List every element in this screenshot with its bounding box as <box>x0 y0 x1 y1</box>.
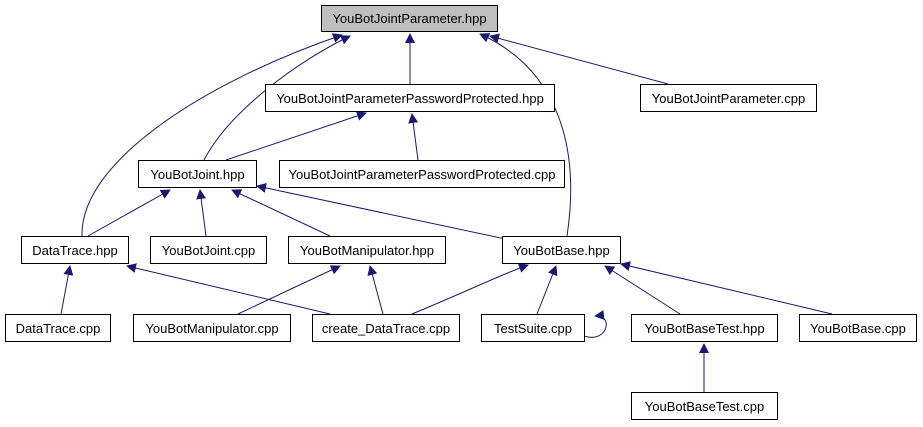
node-youbot-joint-hpp[interactable]: YouBotJoint.hpp <box>138 160 257 188</box>
node-youbot-joint-cpp[interactable]: YouBotJoint.cpp <box>150 236 267 264</box>
edge-datatrace_hpp-to-joint_hpp <box>87 189 171 237</box>
node-youbot-joint-parameter-password-protected-cpp[interactable]: YouBotJointParameterPasswordProtected.cp… <box>279 160 565 188</box>
edge-datatrace_cpp-to-datatrace_hpp <box>60 265 74 315</box>
node-youbot-manipulator-hpp[interactable]: YouBotManipulator.hpp <box>288 236 446 264</box>
edge-joint_hpp-to-pwd_hpp <box>225 111 367 161</box>
edge-create_cpp-to-datatrace_hpp <box>126 263 331 315</box>
edge-joint_cpp-to-joint_hpp <box>196 189 207 237</box>
node-youbot-manipulator-cpp[interactable]: YouBotManipulator.cpp <box>133 314 291 342</box>
edge-create_cpp-to-manip_hpp <box>367 265 384 315</box>
node-youbot-base-cpp[interactable]: YouBotBase.cpp <box>799 314 917 342</box>
edge-testsuite_cpp-to-testsuite_cpp <box>583 310 607 338</box>
node-youbot-joint-parameter-cpp[interactable]: YouBotJointParameter.cpp <box>640 84 817 112</box>
edge-testsuite_cpp-to-base_hpp <box>536 265 558 315</box>
edge-param_cpp-to-root <box>489 33 669 85</box>
edge-manip_cpp-to-manip_hpp <box>237 265 341 315</box>
node-youbot-basetest-hpp[interactable]: YouBotBaseTest.hpp <box>631 314 778 342</box>
node-youbot-basetest-cpp[interactable]: YouBotBaseTest.cpp <box>631 392 778 420</box>
edge-basetest_hpp-to-base_hpp <box>604 265 681 315</box>
edge-base_hpp-to-root <box>479 33 572 237</box>
edge-pwd_cpp-to-pwd_hpp <box>408 113 419 161</box>
node-datatrace-cpp[interactable]: DataTrace.cpp <box>5 314 111 342</box>
node-youbot-base-hpp[interactable]: YouBotBase.hpp <box>502 236 621 264</box>
node-testsuite-cpp[interactable]: TestSuite.cpp <box>481 314 585 342</box>
node-datatrace-hpp[interactable]: DataTrace.hpp <box>21 236 129 264</box>
edge-base_hpp-to-joint_hpp <box>256 182 511 241</box>
node-youbot-joint-parameter-hpp[interactable]: YouBotJointParameter.hpp <box>321 5 498 32</box>
node-youbot-joint-parameter-password-protected-hpp[interactable]: YouBotJointParameterPasswordProtected.hp… <box>265 84 555 112</box>
edge-manip_hpp-to-joint_hpp <box>231 189 331 237</box>
edge-base_cpp-to-base_hpp <box>620 261 833 315</box>
node-create-datatrace-cpp[interactable]: create_DataTrace.cpp <box>312 314 460 342</box>
edge-datatrace_hpp-to-root <box>81 33 343 237</box>
edge-create_cpp-to-base_hpp <box>411 263 529 315</box>
